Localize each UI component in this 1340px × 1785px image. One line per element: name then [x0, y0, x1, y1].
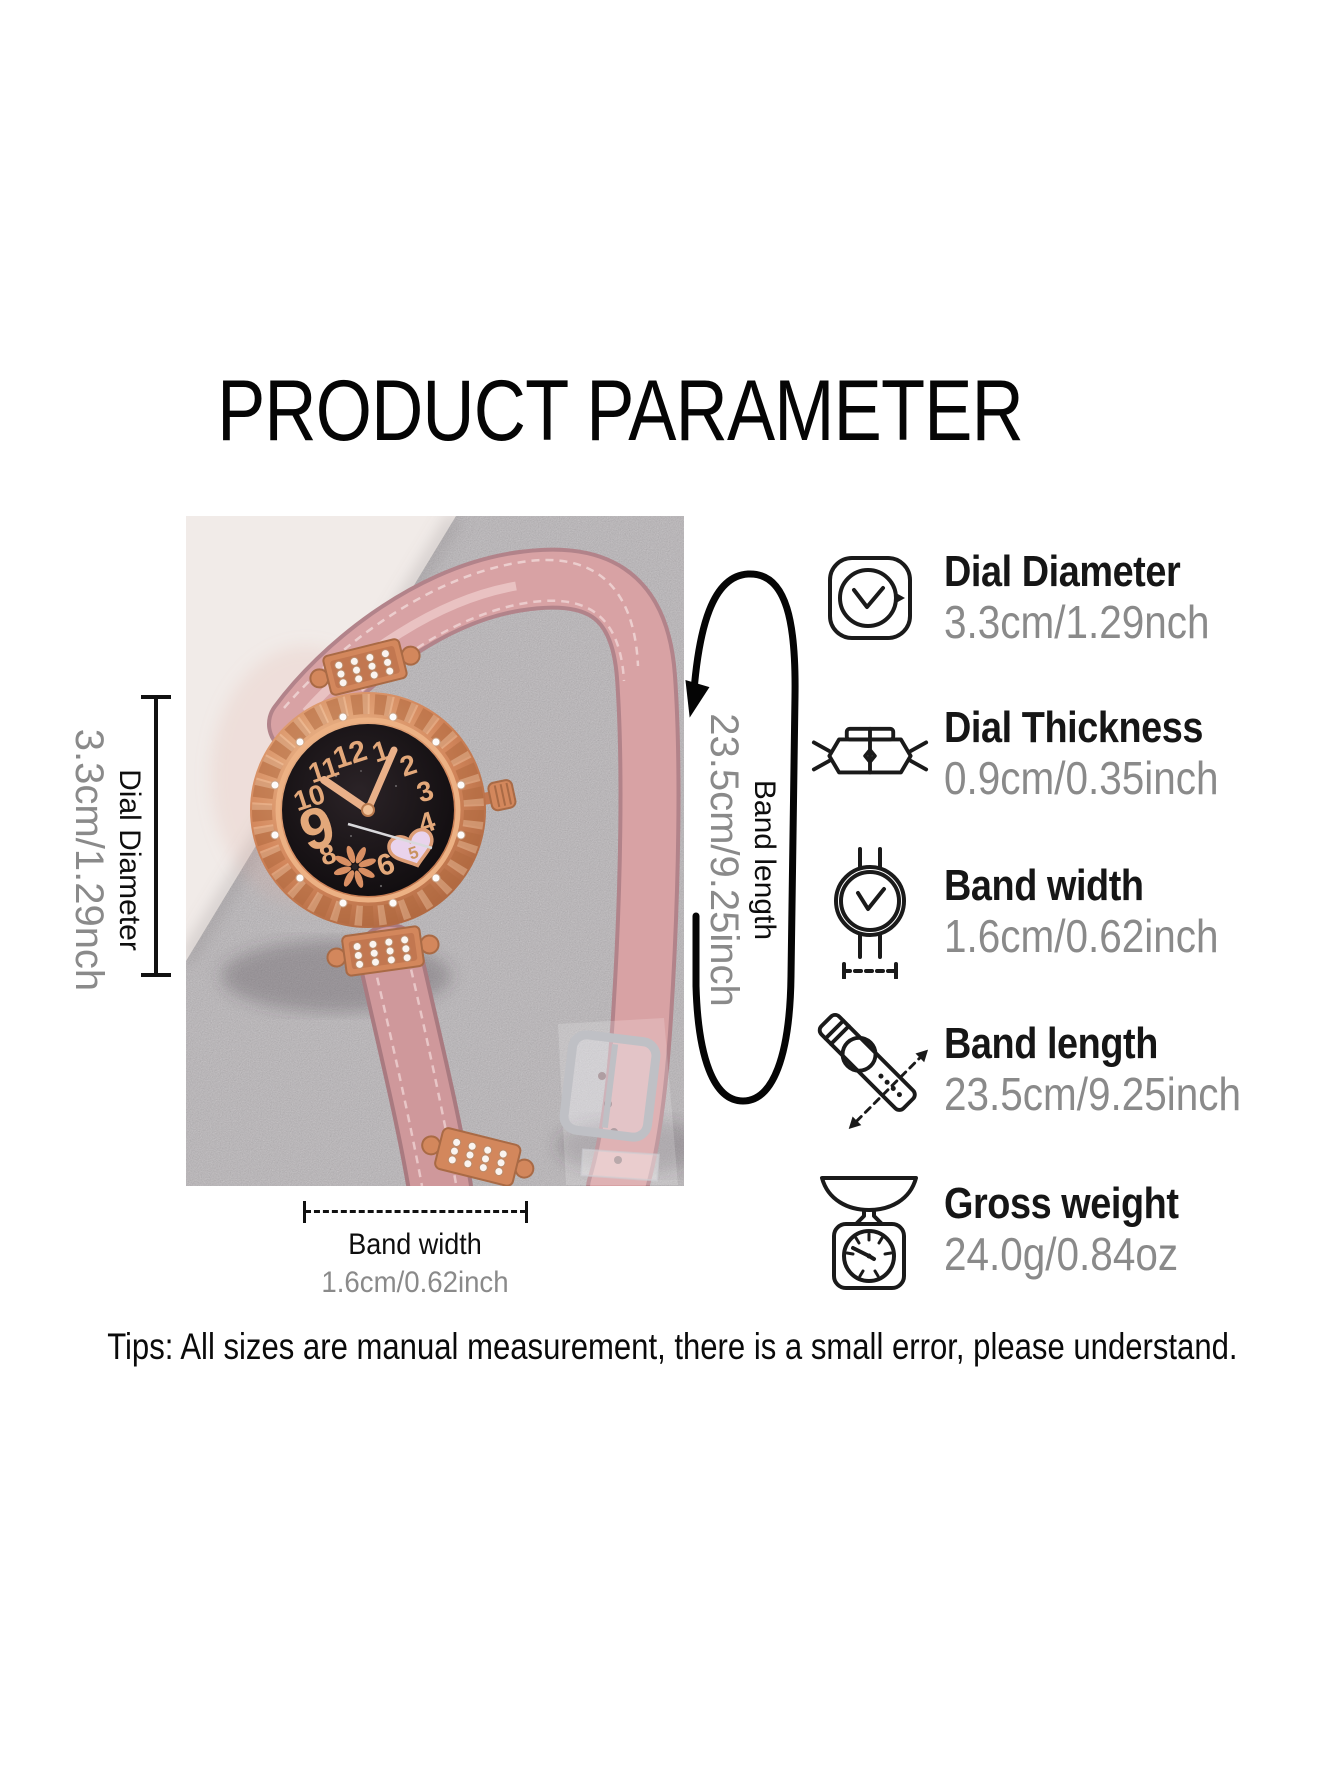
- top-lug-bar: [309, 638, 421, 696]
- param-value: 3.3cm/1.29nch: [944, 596, 1210, 649]
- band-width-annotation-label: Band width: [348, 1228, 482, 1261]
- param-label: Gross weight: [944, 1179, 1179, 1229]
- dial-diameter-icon: [810, 550, 930, 646]
- param-label: Dial Diameter: [944, 547, 1181, 597]
- band-length-annotation: Band length 23.5cm/9.25inch: [697, 645, 782, 1075]
- param-row-dial-thickness: Dial Thickness 0.9cm/0.35inch: [810, 694, 1280, 814]
- watch-illustration: 12 1 2 3 4 6 8 9 10 11 5: [186, 516, 684, 1186]
- watch-hands: [320, 746, 433, 850]
- band-width-icon: [810, 845, 930, 979]
- dial-thickness-icon: [810, 725, 930, 783]
- dial-diameter-measure-line: [141, 695, 171, 977]
- band-width-measure-line: [303, 1201, 528, 1223]
- band-length-icon: [810, 1005, 930, 1135]
- band-width-annotation: Band width 1.6cm/0.62inch: [280, 1228, 550, 1300]
- bottom-lug-bar: [326, 925, 440, 977]
- param-row-band-width: Band width 1.6cm/0.62inch: [810, 847, 1280, 979]
- dial-diameter-annotation-label: Dial Diameter: [113, 769, 146, 951]
- band-length-annotation-label: Band length: [748, 779, 781, 941]
- param-label: Dial Thickness: [944, 703, 1203, 753]
- watch-buckle: [558, 1018, 678, 1185]
- param-value: 1.6cm/0.62inch: [944, 910, 1219, 963]
- param-label: Band length: [944, 1019, 1158, 1069]
- param-row-band-length: Band length 23.5cm/9.25inch: [810, 1010, 1280, 1130]
- param-value: 23.5cm/9.25inch: [944, 1068, 1242, 1121]
- page-title: PRODUCT PARAMETER: [217, 363, 1024, 459]
- param-value: 24.0g/0.84oz: [944, 1228, 1179, 1281]
- param-row-dial-diameter: Dial Diameter 3.3cm/1.29nch: [810, 538, 1280, 658]
- flower-marker: [333, 845, 376, 888]
- strap-end-bar: [421, 1127, 535, 1186]
- param-value: 0.9cm/0.35inch: [944, 752, 1219, 805]
- param-row-gross-weight: Gross weight 24.0g/0.84oz: [810, 1170, 1280, 1290]
- watch-product-photo: 12 1 2 3 4 6 8 9 10 11 5: [186, 516, 684, 1186]
- watch-case: 12 1 2 3 4 6 8 9 10 11 5: [250, 692, 486, 928]
- band-length-annotation-value: 23.5cm/9.25inch: [702, 713, 747, 1007]
- band-length-curve: [685, 570, 799, 1105]
- arrowhead: [685, 679, 710, 718]
- tips-text: Tips: All sizes are manual measurement, …: [107, 1326, 1238, 1367]
- gross-weight-icon: [810, 1170, 930, 1290]
- dial-diameter-annotation-value: 3.3cm/1.29nch: [67, 728, 112, 992]
- param-label: Band width: [944, 861, 1144, 911]
- dial-diameter-annotation: Dial Diameter 3.3cm/1.29nch: [60, 680, 147, 1040]
- band-width-annotation-value: 1.6cm/0.62inch: [321, 1266, 509, 1299]
